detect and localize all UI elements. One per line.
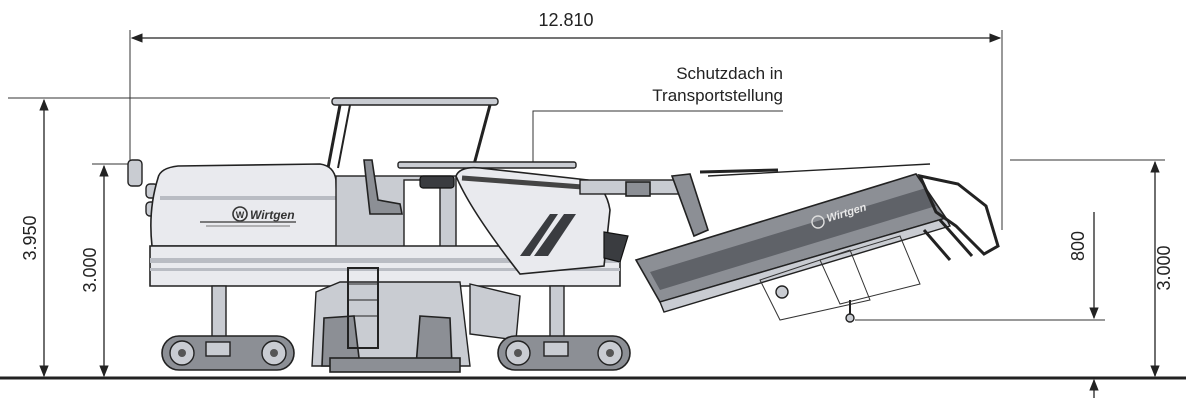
canopy-callout: Schutzdach in Transportstellung: [532, 64, 783, 168]
rear-cover: [455, 166, 611, 275]
overall-length-dimension: 12.810: [129, 10, 1003, 230]
main-chassis: [149, 245, 621, 287]
front-housing: [150, 163, 339, 247]
machine-logo: W Wirtgen: [200, 206, 296, 227]
milling-machine: W Wirtgen: [127, 97, 1000, 373]
overall-length-label: 12.810: [538, 10, 593, 30]
callout-line-1: Schutzdach in: [676, 64, 783, 83]
callout-line-2: Transportstellung: [652, 86, 783, 105]
conveyor-clearance-dimension: 800: [855, 212, 1105, 398]
milling-drum-housing: [311, 267, 521, 373]
conveyor-clearance-label: 800: [1068, 231, 1088, 261]
machine-logo-text: Wirtgen: [250, 208, 295, 222]
canopy: [326, 97, 577, 173]
overall-height-label: 3.950: [20, 215, 40, 260]
conveyor-height-label: 3.000: [1154, 245, 1174, 290]
machine-height-label: 3.000: [80, 247, 100, 292]
rear-track: [497, 285, 631, 371]
overall-height-dimension: 3.950: [8, 97, 330, 378]
machine-height-dimension: 3.000: [80, 163, 135, 378]
discharge-conveyor: Wirtgen: [634, 173, 1000, 323]
front-track: [161, 285, 295, 371]
operator-station: [335, 159, 457, 251]
conveyor-height-dimension: 3.000: [1010, 159, 1174, 378]
svg-text:W: W: [236, 210, 245, 220]
